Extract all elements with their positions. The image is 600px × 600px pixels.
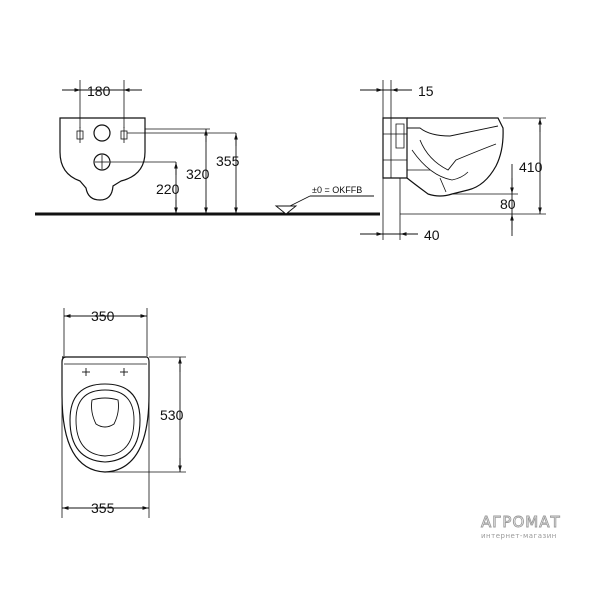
dim-355-label: 355: [216, 153, 240, 169]
dim-320-label: 320: [186, 166, 210, 182]
dim-220-label: 220: [156, 181, 180, 197]
top-view: [61, 308, 186, 518]
watermark-logo: АГРОМАТ интернет-магазин: [481, 513, 561, 540]
top-seat-outer: [69, 383, 141, 463]
side-rim: [407, 125, 499, 137]
front-view: [59, 80, 238, 214]
dim-410-label: 410: [519, 159, 543, 175]
side-bowl-outline: [406, 117, 504, 197]
dim-15-label: 15: [418, 83, 434, 99]
floor-reference-label: ±0 = OKFFB: [312, 185, 362, 195]
dim-355-bottom-label: 355: [91, 500, 115, 516]
floor-reference-symbol: [274, 195, 374, 215]
top-bowl-outline: [61, 356, 150, 473]
top-bowl-opening: [91, 397, 119, 428]
dim-530-label: 530: [160, 407, 184, 423]
dim-40-label: 40: [424, 227, 440, 243]
dim-350-label: 350: [91, 308, 115, 324]
front-bowl-outline: [59, 117, 146, 201]
watermark-brand: АГРОМАТ: [481, 513, 561, 531]
dim-180-label: 180: [87, 83, 111, 99]
side-inner-bowl: [419, 139, 497, 171]
front-bolt-marks: [76, 127, 128, 143]
dim-80-label: 80: [500, 196, 516, 212]
watermark-tagline: интернет-магазин: [481, 532, 557, 540]
front-upper-hole: [93, 124, 111, 142]
top-seat-inner: [75, 389, 135, 457]
side-view: [360, 80, 546, 240]
top-fixing-marks: [82, 368, 128, 376]
